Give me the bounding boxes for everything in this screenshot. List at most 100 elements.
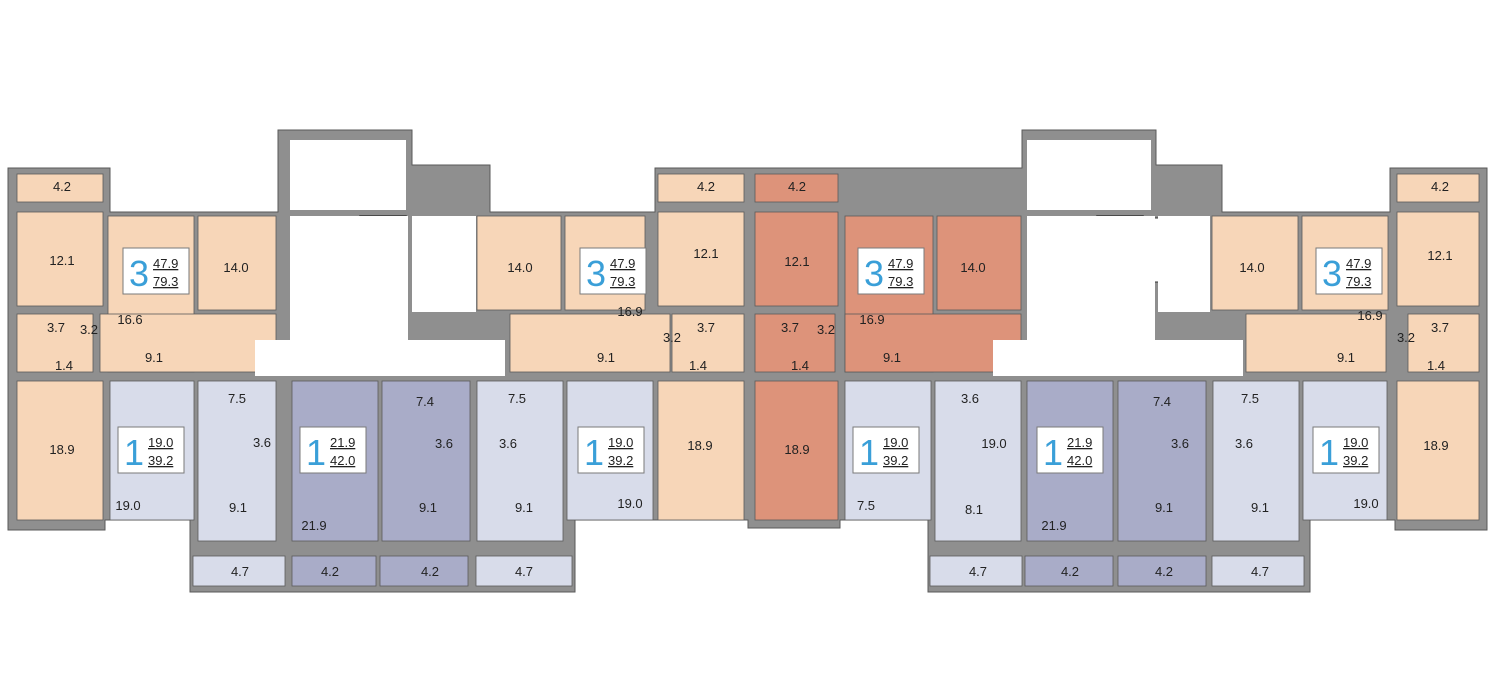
room-area-label: 7.5 bbox=[857, 498, 875, 513]
room-area-label: 16.9 bbox=[859, 312, 884, 327]
badge-frame bbox=[1036, 426, 1104, 474]
room-area-label: 4.2 bbox=[1061, 564, 1079, 579]
room-area-label: 19.0 bbox=[1353, 496, 1378, 511]
room bbox=[657, 380, 745, 521]
room-area-label: 12.1 bbox=[693, 246, 718, 261]
badge-total-area: 39.2 bbox=[608, 453, 633, 468]
room-area-label: 4.2 bbox=[421, 564, 439, 579]
room-area-label: 1.4 bbox=[791, 358, 809, 373]
room-area-label: 21.9 bbox=[1041, 518, 1066, 533]
badge-room-count: 3 bbox=[1322, 253, 1342, 294]
badge-frame bbox=[299, 426, 367, 474]
badge-total-area: 79.3 bbox=[888, 274, 913, 289]
room bbox=[1211, 555, 1305, 587]
room-area-label: 8.1 bbox=[965, 502, 983, 517]
room-area-label: 14.0 bbox=[223, 260, 248, 275]
badge-frame bbox=[852, 426, 920, 474]
badge-room-count: 3 bbox=[864, 253, 884, 294]
room-area-label: 4.7 bbox=[231, 564, 249, 579]
badge-total-area: 39.2 bbox=[883, 453, 908, 468]
badge-living-area: 47.9 bbox=[153, 256, 178, 271]
room-area-label: 19.0 bbox=[981, 436, 1006, 451]
badge-living-area: 19.0 bbox=[148, 435, 173, 450]
room-area-label: 4.2 bbox=[1155, 564, 1173, 579]
room-area-labels: 4.2 12.1 16.6 14.0 3.7 3.2 1.4 9.1 18.9 14.0 16.9 4… bbox=[47, 179, 1453, 579]
room bbox=[934, 380, 1022, 542]
badge-frame bbox=[857, 247, 925, 295]
room bbox=[291, 555, 377, 587]
room-area-label: 14.0 bbox=[1239, 260, 1264, 275]
room-area-label: 4.7 bbox=[515, 564, 533, 579]
room-area-label: 12.1 bbox=[49, 253, 74, 268]
room-area-label: 18.9 bbox=[49, 442, 74, 457]
room-area-label: 4.7 bbox=[969, 564, 987, 579]
room-area-label: 3.2 bbox=[1397, 330, 1415, 345]
badge-living-area: 19.0 bbox=[608, 435, 633, 450]
room-area-label: 16.6 bbox=[117, 312, 142, 327]
common-area bbox=[1158, 216, 1210, 312]
room-area-label: 19.0 bbox=[617, 496, 642, 511]
corridor bbox=[255, 140, 1243, 376]
badge-living-area: 19.0 bbox=[883, 435, 908, 450]
badge-room-count: 3 bbox=[586, 253, 606, 294]
room bbox=[657, 173, 745, 203]
badge-frame bbox=[577, 426, 645, 474]
badge-living-area: 47.9 bbox=[610, 256, 635, 271]
room bbox=[509, 313, 671, 373]
room-area-label: 9.1 bbox=[229, 500, 247, 515]
room bbox=[754, 380, 839, 521]
room-area-label: 1.4 bbox=[689, 358, 707, 373]
room bbox=[754, 211, 839, 307]
apartment-badge: 1 19.0 39.2 bbox=[577, 426, 645, 474]
room-area-label: 16.9 bbox=[1357, 308, 1382, 323]
room-area-label: 3.2 bbox=[817, 322, 835, 337]
room-area-label: 9.1 bbox=[1155, 500, 1173, 515]
room bbox=[754, 173, 839, 203]
room-area-label: 19.0 bbox=[115, 498, 140, 513]
badge-room-count: 1 bbox=[584, 432, 604, 473]
badge-frame bbox=[1312, 426, 1380, 474]
room-area-label: 3.7 bbox=[1431, 320, 1449, 335]
badge-living-area: 21.9 bbox=[1067, 435, 1092, 450]
room-area-label: 3.6 bbox=[253, 435, 271, 450]
room bbox=[936, 215, 1022, 311]
badge-room-count: 1 bbox=[124, 432, 144, 473]
badge-frame bbox=[122, 247, 190, 295]
room-area-label: 3.6 bbox=[961, 391, 979, 406]
room bbox=[1407, 313, 1480, 373]
room bbox=[476, 380, 564, 542]
room bbox=[657, 211, 745, 307]
common-area bbox=[412, 216, 476, 312]
room-area-label: 12.1 bbox=[1427, 248, 1452, 263]
badge-living-area: 47.9 bbox=[1346, 256, 1371, 271]
room bbox=[671, 313, 745, 373]
room-area-label: 9.1 bbox=[1251, 500, 1269, 515]
badge-total-area: 42.0 bbox=[330, 453, 355, 468]
room-area-label: 4.2 bbox=[53, 179, 71, 194]
room-area-label: 3.2 bbox=[80, 322, 98, 337]
room bbox=[1117, 555, 1207, 587]
room-area-label: 14.0 bbox=[507, 260, 532, 275]
room bbox=[16, 380, 104, 521]
room bbox=[1245, 313, 1387, 373]
common-area bbox=[1027, 140, 1151, 210]
room-area-label: 3.7 bbox=[47, 320, 65, 335]
room bbox=[381, 380, 471, 542]
room-area-label: 18.9 bbox=[1423, 438, 1448, 453]
room-area-label: 3.6 bbox=[1171, 436, 1189, 451]
room bbox=[929, 555, 1023, 587]
room bbox=[1117, 380, 1207, 542]
room-area-label: 16.9 bbox=[617, 304, 642, 319]
common-area bbox=[993, 340, 1243, 376]
room bbox=[192, 555, 286, 587]
room-area-label: 3.7 bbox=[781, 320, 799, 335]
